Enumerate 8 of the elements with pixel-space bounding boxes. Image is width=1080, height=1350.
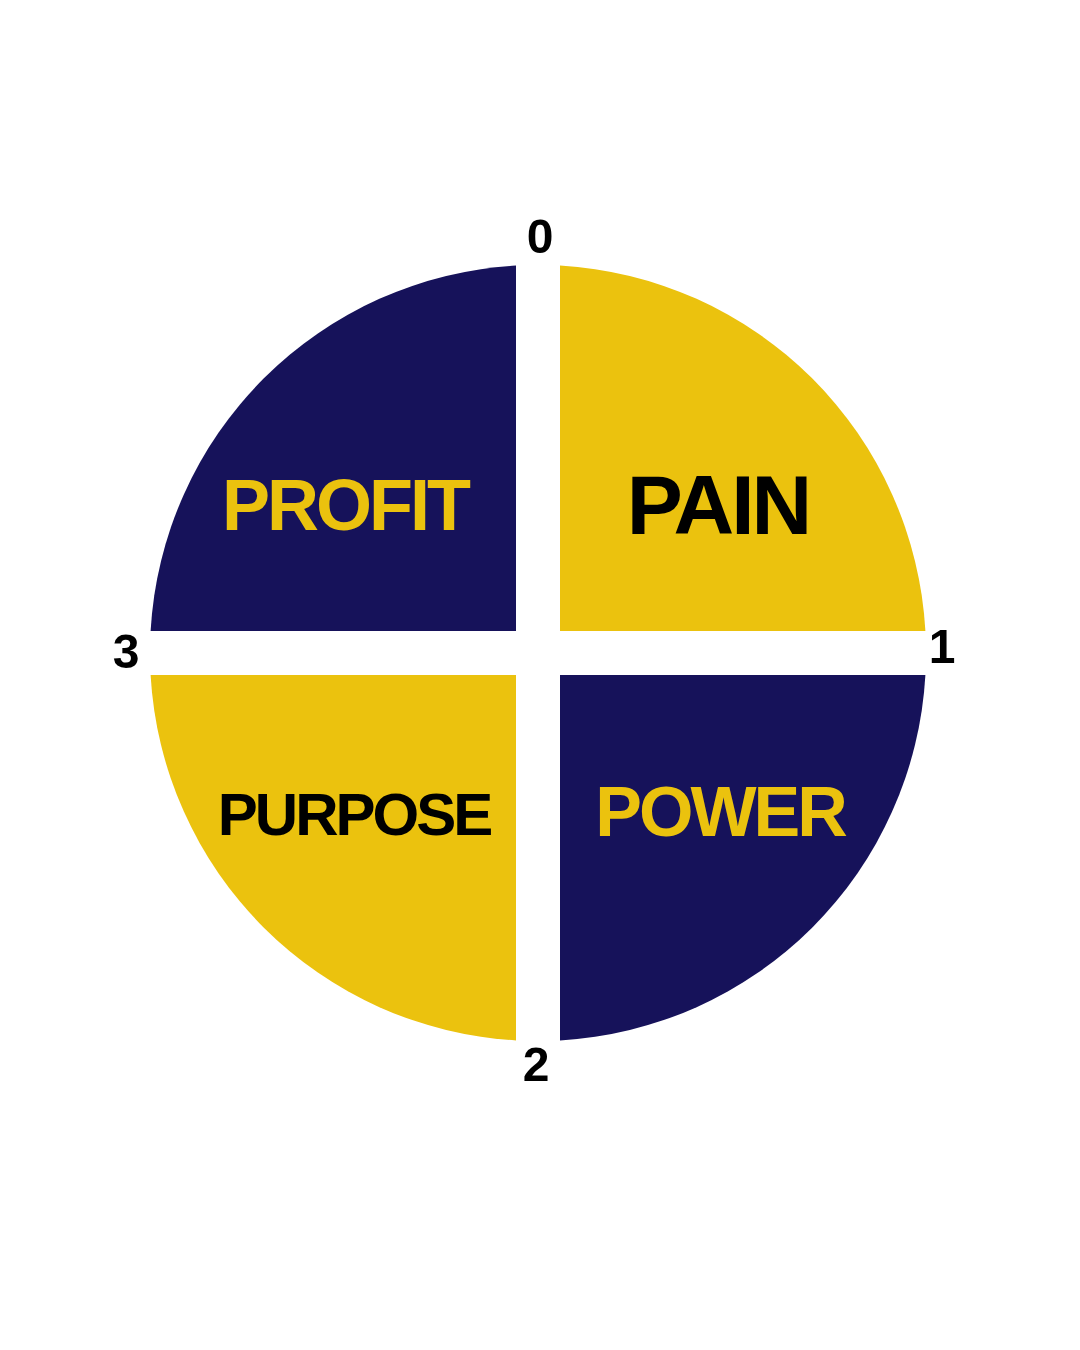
position-number: 2: [522, 1041, 550, 1089]
position-number: 0: [526, 213, 554, 261]
quadrant-label: POWER: [595, 777, 845, 847]
position-number: 3: [112, 628, 140, 676]
position-number: 1: [928, 623, 956, 671]
quadrant-label: PROFIT: [222, 469, 468, 541]
quadrant-label: PURPOSE: [217, 785, 491, 845]
quadrant-label: PAIN: [626, 463, 810, 547]
